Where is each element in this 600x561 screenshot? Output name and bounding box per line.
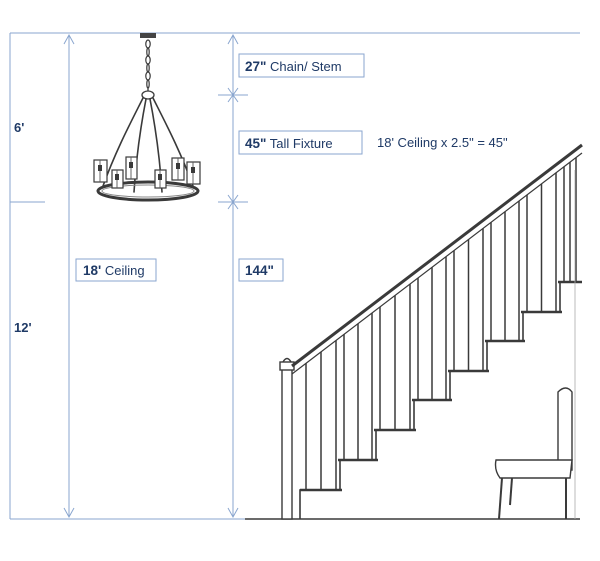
lower-height-label: 12' — [14, 320, 32, 335]
ceiling-label: 18' Ceiling — [75, 258, 157, 282]
staircase-illustration — [245, 143, 583, 520]
dimension-guides — [9, 32, 580, 520]
clearance-value: 144" — [245, 263, 274, 278]
chandelier-illustration — [93, 33, 201, 202]
formula-text: 18' Ceiling x 2.5" = 45" — [377, 135, 508, 150]
fixture-height-label: 45" Tall Fixture — [238, 130, 363, 155]
fixture-height-value: 45" — [245, 136, 266, 151]
chain-stem-value: 27" — [245, 59, 266, 74]
ceiling-label-value: 18' — [83, 263, 101, 278]
svg-text:18' Ceiling: 18' Ceiling — [83, 263, 145, 278]
chain-stem-label: 27" Chain/ Stem — [238, 53, 365, 78]
svg-text:27" Chain/ Stem: 27" Chain/ Stem — [245, 59, 342, 74]
upper-height-label: 6' — [14, 120, 24, 135]
svg-text:45" Tall Fixture: 45" Tall Fixture — [245, 136, 333, 151]
svg-text:144": 144" — [245, 263, 274, 278]
clearance-label: 144" — [238, 258, 284, 282]
chain-stem-text: Chain/ Stem — [266, 59, 341, 74]
ceiling-label-text: Ceiling — [101, 263, 144, 278]
fixture-height-text: Tall Fixture — [266, 136, 332, 151]
chair-illustration — [494, 387, 573, 520]
